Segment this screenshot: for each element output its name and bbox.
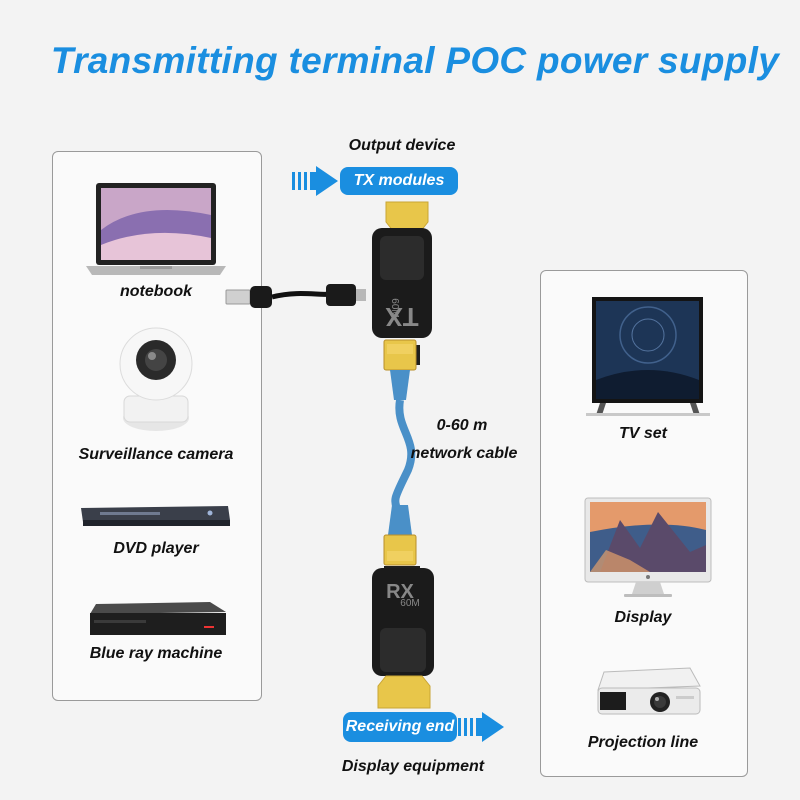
page-title: Transmitting terminal POC power supply — [50, 40, 780, 81]
rx-arrow-icon — [458, 712, 504, 742]
tx-arrow-icon — [292, 166, 338, 196]
tx-unit-text: TX — [385, 302, 419, 332]
network-cable — [383, 339, 417, 566]
left-device-label-blueray: Blue ray machine — [89, 645, 223, 662]
right-device-label-tv: TV set — [618, 425, 667, 442]
cable-range-label: 0-60 m — [436, 417, 488, 434]
display-image — [584, 497, 712, 597]
receiving-end-badge: Receiving end — [343, 712, 457, 742]
usb-power-cable — [225, 284, 366, 308]
left-device-label-notebook: notebook — [120, 283, 192, 300]
right-device-label-projector: Projection line — [587, 734, 699, 751]
tx-modules-badge: TX modules — [340, 167, 458, 195]
blue-ray-machine-image — [90, 602, 226, 635]
tx-hdmi-plug — [385, 201, 429, 233]
rx-unit-text: RX — [386, 581, 414, 603]
rx-unit-sub: 60M — [400, 598, 419, 609]
tv-set-image — [586, 297, 710, 416]
dvd-player-image — [81, 506, 230, 526]
rx-hdmi-plug — [377, 675, 431, 709]
rx-module-image — [372, 566, 434, 676]
notebook-image — [86, 183, 226, 275]
cable-label: network cable — [410, 445, 518, 462]
left-device-label-dvd: DVD player — [113, 540, 199, 557]
surveillance-camera-image — [119, 327, 193, 431]
tx-unit-sub: 60M — [389, 298, 400, 317]
right-device-label-display: Display — [614, 609, 672, 626]
left-device-label-camera: Surveillance camera — [78, 446, 234, 463]
projector-image — [597, 667, 701, 715]
top-label: Output device — [348, 137, 456, 154]
bottom-label: Display equipment — [341, 758, 485, 775]
